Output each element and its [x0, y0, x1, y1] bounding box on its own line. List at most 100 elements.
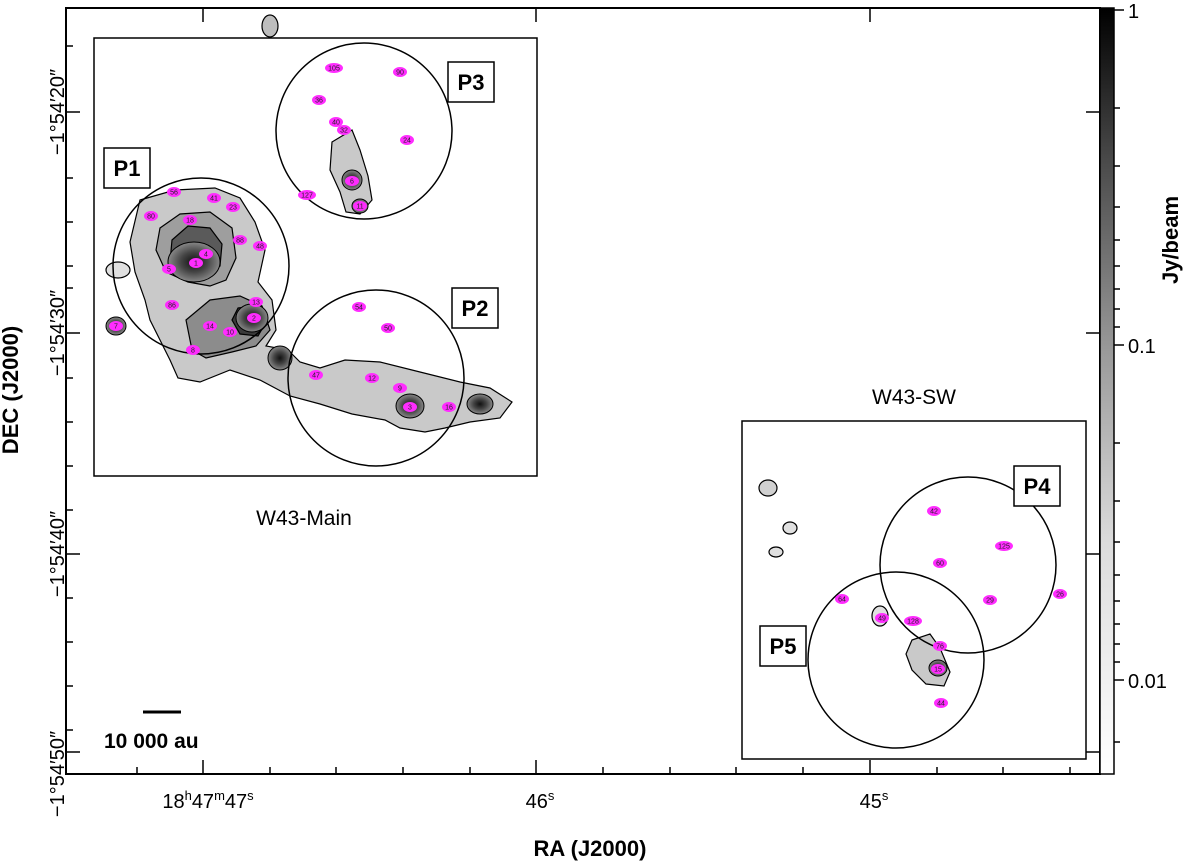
source-label-5: 5	[167, 267, 171, 274]
source-marker-26	[1053, 589, 1067, 599]
source-label-125: 125	[998, 544, 1010, 551]
pointing-label-p3: P3	[458, 70, 485, 95]
source-label-49: 49	[878, 616, 886, 623]
source-label-7: 7	[114, 324, 118, 331]
source-label-54: 54	[355, 305, 363, 312]
source-marker-2	[247, 313, 261, 323]
pointing-label-box-p2	[451, 287, 499, 329]
source-markers: 1234567891011121314151618232426293236404…	[109, 63, 1067, 708]
pointing-label-p2: P2	[462, 296, 489, 321]
source-label-76: 76	[936, 644, 944, 651]
source-label-9: 9	[398, 386, 402, 393]
colorbar-label: Jy/beam	[1158, 196, 1183, 284]
pointing-label-p1: P1	[114, 156, 141, 181]
source-marker-105	[325, 63, 343, 73]
source-marker-86	[165, 300, 179, 310]
colorbar-tick-1: 1	[1128, 1, 1139, 23]
source-label-32: 32	[340, 128, 348, 135]
source-marker-13	[249, 297, 263, 307]
source-marker-11	[353, 201, 367, 211]
y-tick-label-20: −1°54′20″	[47, 69, 69, 155]
source-label-13: 13	[252, 300, 260, 307]
source-marker-76	[933, 641, 947, 651]
source-label-41: 41	[210, 196, 218, 203]
pointing-labels: P1 P2 P3 P4 P5	[103, 61, 1061, 667]
y-tick-label-30: −1°54′30″	[47, 290, 69, 376]
source-label-50: 50	[384, 326, 392, 333]
source-label-11: 11	[356, 204, 363, 211]
pointing-label-box-p5	[759, 625, 807, 667]
source-marker-1	[189, 258, 203, 268]
source-label-4: 4	[204, 252, 208, 259]
colorbar-tick-0.1: 0.1	[1128, 336, 1156, 358]
emission-sw-1	[758, 479, 778, 497]
source-marker-16	[442, 402, 456, 412]
source-label-15: 15	[934, 667, 942, 674]
x-axis	[136, 8, 1071, 774]
source-label-88: 88	[236, 238, 244, 245]
source-label-24: 24	[403, 138, 411, 145]
source-label-10: 10	[226, 330, 234, 337]
source-marker-88	[233, 235, 247, 245]
source-marker-48	[253, 241, 267, 251]
source-marker-29	[983, 595, 997, 605]
source-label-42: 42	[930, 509, 938, 516]
source-label-1: 1	[194, 261, 198, 268]
source-label-80: 80	[147, 214, 155, 221]
x-tick-label-47: 18h47m47s	[162, 788, 254, 813]
source-label-56: 56	[170, 190, 178, 197]
source-label-127: 127	[301, 193, 313, 200]
source-label-2: 2	[252, 316, 256, 323]
source-label-128: 128	[907, 619, 919, 626]
source-label-36: 36	[315, 98, 323, 105]
pointing-label-box-p4	[1013, 465, 1061, 507]
source-label-60: 60	[936, 561, 944, 568]
source-marker-32	[337, 125, 351, 135]
source-marker-49	[875, 613, 889, 623]
source-marker-5	[162, 264, 176, 274]
source-marker-44	[934, 698, 948, 708]
source-marker-18	[183, 215, 197, 225]
source-marker-15	[931, 664, 945, 674]
x-tick-label-45: 45s	[860, 788, 889, 813]
source-marker-42	[927, 506, 941, 516]
source-marker-10	[223, 327, 237, 337]
colorbar-tick-0.01: 0.01	[1128, 671, 1167, 693]
source-marker-8	[186, 345, 200, 355]
emission-sw-2	[782, 521, 798, 535]
source-label-44: 44	[937, 701, 945, 708]
pointing-label-box-p1	[103, 147, 151, 189]
pointing-label-p4: P4	[1024, 474, 1052, 499]
source-marker-41	[207, 193, 221, 203]
source-marker-40	[329, 117, 343, 127]
source-label-29: 29	[986, 598, 994, 605]
core-3	[267, 345, 293, 371]
pointing-label-p5: P5	[770, 634, 797, 659]
source-marker-14	[203, 321, 217, 331]
region-box-w43-sw	[741, 420, 1087, 760]
x-axis-label: RA (J2000)	[534, 836, 647, 861]
source-marker-60	[933, 558, 947, 568]
source-label-3: 3	[408, 405, 412, 412]
circle-p2	[287, 289, 465, 467]
source-marker-24	[400, 135, 414, 145]
region-label-w43-sw: W43-SW	[872, 386, 956, 409]
emission-sw-3	[768, 546, 784, 558]
source-marker-50	[381, 323, 395, 333]
source-marker-7	[109, 321, 123, 331]
colorbar: 1 0.1 0.01 Jy/beam	[1099, 1, 1183, 775]
source-marker-128	[904, 616, 922, 626]
region-label-w43-main: W43-Main	[256, 507, 352, 530]
core-5	[466, 393, 494, 415]
source-marker-56	[167, 187, 181, 197]
source-label-47: 47	[312, 373, 320, 380]
source-label-12: 12	[368, 376, 376, 383]
source-marker-9	[393, 383, 407, 393]
circle-p1	[112, 177, 290, 355]
source-marker-90	[393, 67, 407, 77]
y-tick-label-40: −1°54′40″	[47, 511, 69, 597]
source-marker-80	[144, 211, 158, 221]
x-tick-label-46: 46s	[526, 788, 555, 813]
source-label-26: 26	[1056, 592, 1064, 599]
